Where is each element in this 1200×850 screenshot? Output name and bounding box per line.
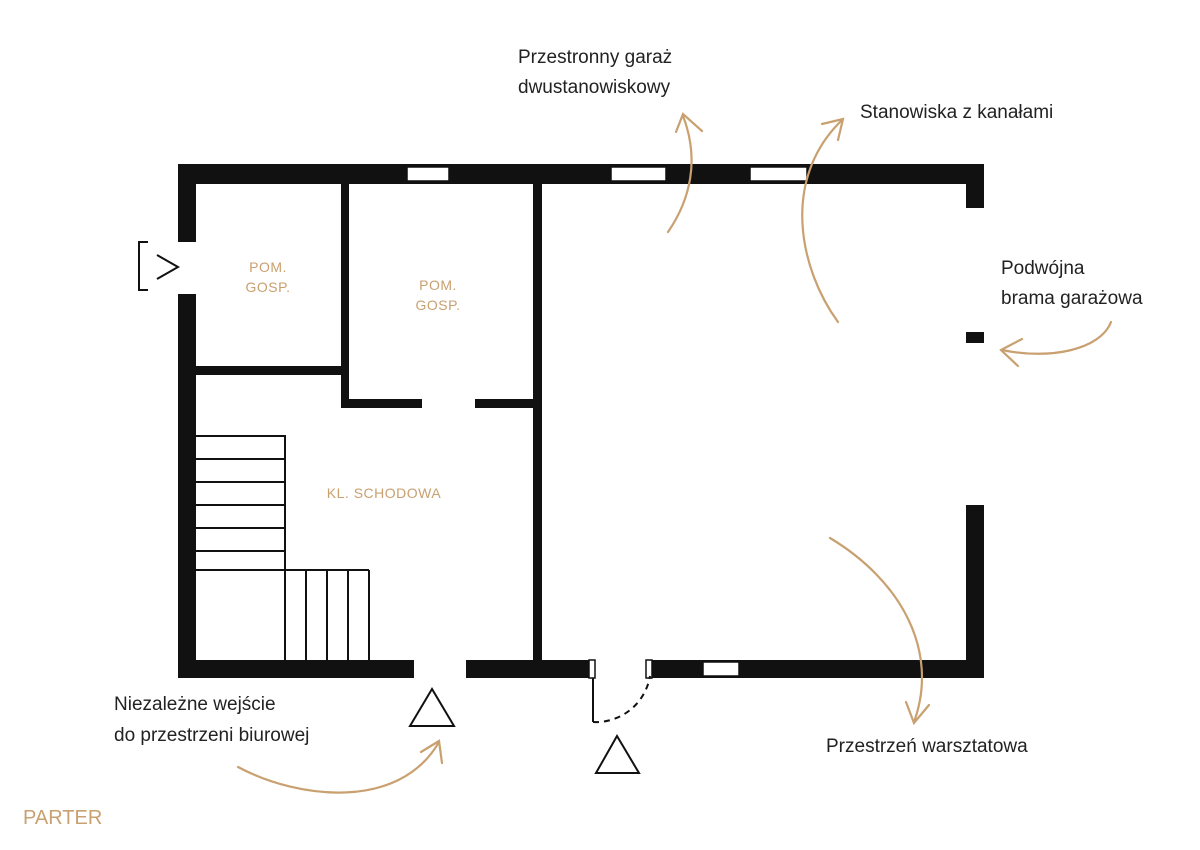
room-label-utility-1-line2: GOSP. (245, 279, 290, 295)
door-swing (592, 675, 651, 724)
wall-top (178, 164, 984, 184)
door-jamb-right (645, 659, 653, 679)
room-label-utility-1-line1: POM. (249, 259, 287, 275)
annotation-garage-line2: dwustanowiskowy (518, 77, 671, 98)
arrow-gate (1000, 320, 1113, 355)
window-top-3 (749, 166, 808, 182)
door-jamb-left (588, 659, 596, 679)
floor-label: PARTER (23, 807, 102, 829)
wall-left-lower (178, 294, 196, 678)
annotation-gate-line1: Podwójna (1001, 258, 1085, 279)
annotation-pits: Stanowiska z kanałami (860, 102, 1053, 123)
wall-right-stub (966, 332, 984, 343)
wall-bottom-left (178, 660, 414, 678)
wall-bottom-middle (466, 660, 590, 678)
window-bottom (702, 661, 740, 677)
annotation-gate-line2: brama garażowa (1001, 288, 1143, 309)
annotation-workshop: Przestrzeń warsztatowa (826, 736, 1028, 757)
room-label-utility-2-line2: GOSP. (415, 297, 460, 313)
wall-bottom-right (650, 660, 984, 678)
room-label-staircase: KL. SCHODOWA (327, 485, 442, 501)
window-top-1 (406, 166, 450, 182)
wall-interior-door-left (341, 399, 422, 408)
window-top-2 (610, 166, 667, 182)
windows (406, 166, 808, 679)
arrow-garage (666, 114, 693, 234)
wall-interior-door-right (475, 399, 537, 408)
walls (178, 164, 984, 678)
annotation-office-line1: Niezależne wejście (114, 694, 276, 715)
entrance-left-arrow-icon (156, 254, 181, 280)
wall-left-upper (178, 164, 196, 242)
wall-interior-utility-floor (194, 366, 345, 375)
entrance-office-icon (408, 687, 456, 727)
annotation-office-line2: do przestrzeni biurowej (114, 725, 309, 746)
wall-right-lower (966, 505, 984, 678)
entrance-markers (138, 241, 641, 774)
arrow-pits (801, 118, 844, 324)
arrow-office (236, 740, 441, 794)
annotation-garage-line1: Przestronny garaż (518, 47, 672, 68)
entrance-garage-icon (594, 734, 641, 774)
staircase (194, 435, 370, 660)
arrow-workshop (828, 536, 924, 724)
wall-interior-utility-divider (341, 180, 349, 408)
room-label-utility-2-line1: POM. (419, 277, 457, 293)
annotation-arrows (236, 112, 1113, 794)
wall-right-upper (966, 164, 984, 208)
wall-interior-garage-divider (533, 180, 542, 663)
entrance-left-icon (138, 241, 148, 291)
